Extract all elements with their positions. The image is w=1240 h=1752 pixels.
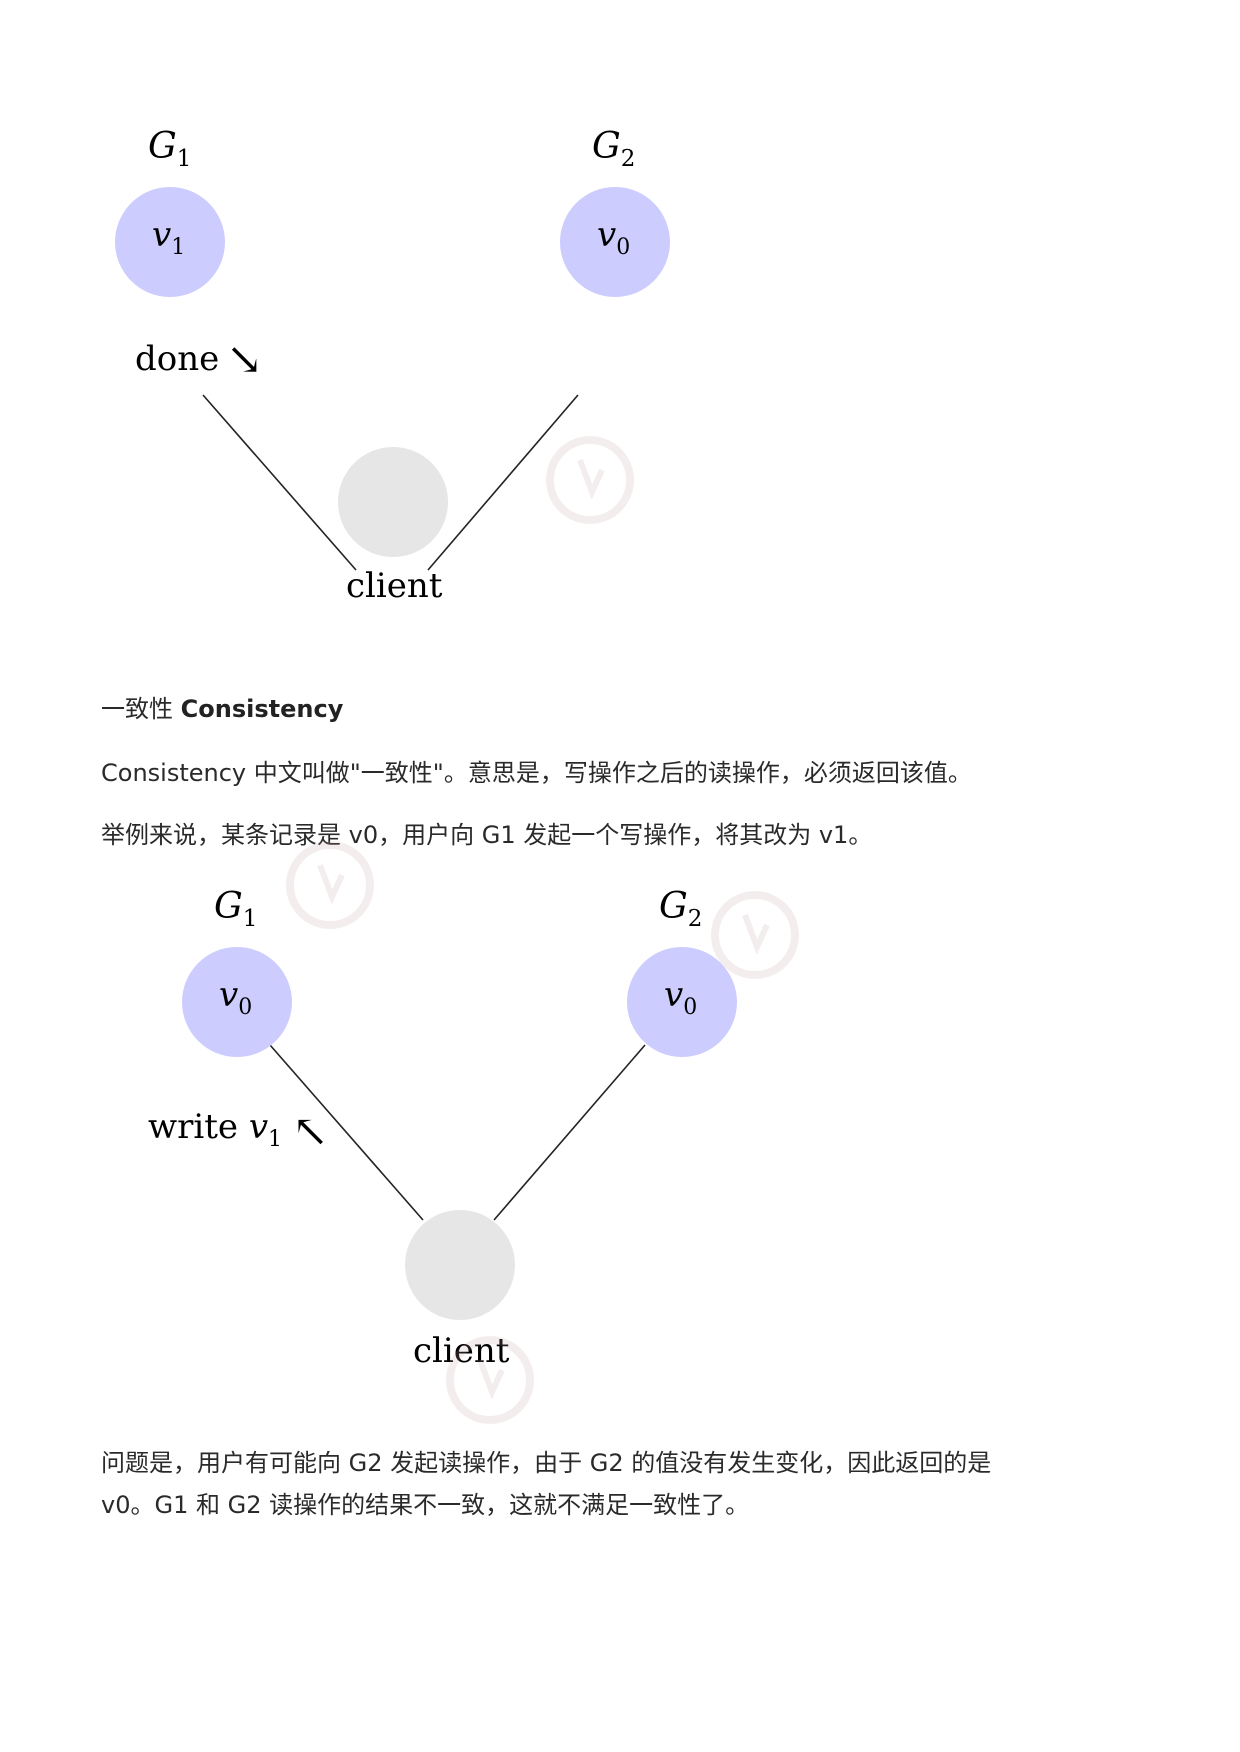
g2-value: v0 <box>597 215 630 260</box>
node-g2 <box>560 187 670 297</box>
arrow-down-right-icon: ↘ <box>226 334 263 385</box>
edge-label-write: write v1 <box>148 1107 282 1152</box>
client-label: client <box>413 1331 510 1370</box>
paragraph-example: 举例来说，某条记录是 v0，用户向 G1 发起一个写操作，将其改为 v1。 <box>101 821 873 849</box>
node-client <box>338 447 448 557</box>
node-g1 <box>182 947 292 1057</box>
client-label: client <box>346 566 443 606</box>
edge-g1-client <box>202 394 357 571</box>
section-heading: 一致性 Consistency <box>101 688 343 730</box>
heading-en: Consistency <box>180 695 344 723</box>
edge-g1-client <box>269 1044 424 1221</box>
g1-value: v1 <box>152 215 185 260</box>
edge-g2-client <box>493 1044 646 1221</box>
g1-label: G1 <box>148 126 191 172</box>
paragraph-problem-line1: 问题是，用户有可能向 G2 发起读操作，由于 G2 的值没有发生变化，因此返回的… <box>101 1449 992 1477</box>
g2-label: G2 <box>659 886 702 932</box>
edge-label-done: done <box>135 339 219 379</box>
node-g1 <box>115 187 225 297</box>
paragraph-definition: Consistency 中文叫做"一致性"。意思是，写操作之后的读操作，必须返回… <box>101 759 972 787</box>
diagram-write-v1: G1 G2 v0 v0 write v1 ↖ client <box>0 870 1240 1370</box>
g1-value: v0 <box>219 975 252 1020</box>
diagram-write-done-svg: G1 G2 v1 v0 done ↘ client <box>115 126 670 606</box>
paragraph-problem-line2: v0。G1 和 G2 读操作的结果不一致，这就不满足一致性了。 <box>101 1491 750 1519</box>
heading-cn: 一致性 <box>101 695 181 723</box>
diagram-write-v1-svg: G1 G2 v0 v0 write v1 ↖ client <box>148 886 737 1370</box>
g2-value: v0 <box>664 975 697 1020</box>
arrow-up-left-icon: ↖ <box>292 1106 329 1157</box>
g1-label: G1 <box>214 886 257 932</box>
edge-g2-client <box>427 394 579 571</box>
node-client <box>405 1210 515 1320</box>
node-g2 <box>627 947 737 1057</box>
g2-label: G2 <box>592 126 635 172</box>
diagram-write-done: G1 G2 v1 v0 done ↘ client <box>0 110 1240 630</box>
